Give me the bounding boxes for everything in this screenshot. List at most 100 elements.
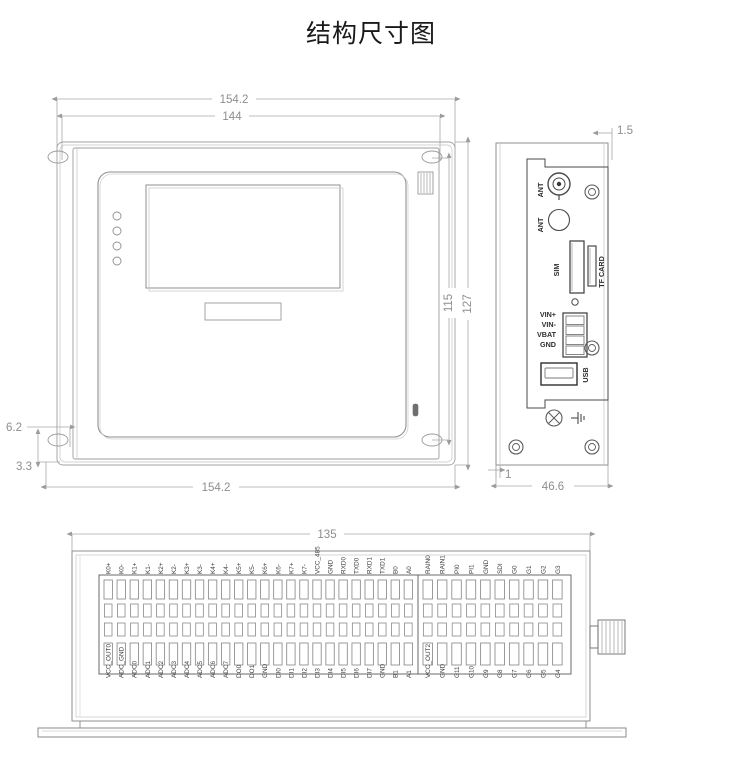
terminal-pin: [351, 603, 361, 618]
terminal-top-label-23: A0: [406, 566, 413, 574]
port-label-vin-minus: VIN-: [542, 320, 557, 329]
terminal-top-label-16: VCC_485: [314, 546, 321, 574]
terminal-top-label-0: K0+: [106, 562, 113, 574]
bottom-mounting-rail: [37, 721, 627, 738]
terminal-pin: [299, 603, 309, 618]
terminal-pin: [508, 579, 520, 600]
terminal-top-label-10: K5+: [236, 562, 243, 574]
terminal-pin: [338, 642, 348, 666]
terminal-bottom-label-14: DI1: [288, 668, 295, 678]
terminal-bottom-label-33: G4: [555, 669, 562, 678]
terminal-pin: [129, 579, 139, 600]
terminal-bottom-label-29: G8: [497, 669, 504, 678]
terminal-top-label-18: RXD0: [341, 557, 348, 574]
terminal-pin: [312, 579, 322, 600]
terminal-bottom-label-11: DO1: [249, 664, 256, 678]
terminal-bottom-label-31: G6: [526, 669, 533, 678]
terminal-top-label-29: SDI: [497, 563, 504, 574]
terminal-pin: [538, 603, 548, 618]
terminal-pin: [169, 622, 178, 637]
terminal-pin-grid: [103, 579, 563, 666]
dim-overall-width-bottom: 154.2: [40, 462, 461, 494]
terminal-pin: [494, 642, 505, 666]
terminal-pin: [247, 642, 257, 666]
terminal-pin: [247, 579, 257, 600]
terminal-pin: [523, 622, 534, 637]
terminal-pin: [117, 603, 126, 618]
terminal-pin: [537, 642, 549, 666]
terminal-bottom-label-23: A1: [406, 670, 413, 678]
terminal-pin: [286, 579, 296, 600]
terminal-pin: [480, 603, 491, 618]
terminal-pin: [325, 603, 335, 618]
terminal-bottom-label-21: GND: [380, 663, 387, 678]
terminal-pin: [465, 579, 477, 600]
terminal-pin: [155, 579, 166, 600]
terminal-pin: [325, 642, 335, 666]
terminal-pin: [234, 579, 244, 600]
terminal-bottom-label-9: ADC7: [223, 661, 230, 678]
terminal-top-label-3: K1-: [145, 564, 152, 574]
terminal-pin: [378, 603, 387, 618]
terminal-pin: [451, 642, 462, 666]
terminal-pin: [391, 603, 400, 618]
terminal-bottom-label-12: GND: [262, 663, 269, 678]
terminal-pin: [207, 579, 218, 600]
terminal-pin: [325, 622, 335, 637]
terminal-pin: [552, 642, 563, 666]
bottom-housing-inner-edge: [75, 554, 587, 718]
side-recess-panel: [526, 158, 609, 409]
terminal-pin: [234, 622, 243, 637]
terminal-pin: [422, 642, 433, 666]
front-device-body: [97, 171, 407, 438]
port-label-usb: USB: [581, 367, 590, 382]
terminal-top-label-27: PI1: [468, 564, 475, 574]
dim-lip-thickness: 1: [488, 465, 511, 481]
terminal-top-label-28: GND: [483, 559, 490, 574]
terminal-bottom-label-3: ADC1: [145, 661, 152, 678]
terminal-pin: [260, 579, 270, 600]
terminal-pin: [260, 603, 269, 618]
terminal-bottom-label-6: ADC4: [184, 661, 191, 678]
terminal-pin: [221, 622, 230, 637]
terminal-pin: [390, 579, 400, 600]
terminal-pin: [523, 579, 534, 600]
terminal-bottom-label-22: B1: [393, 670, 400, 678]
terminal-pin: [104, 622, 113, 637]
terminal-pin: [142, 642, 152, 666]
terminal-pin: [117, 622, 126, 637]
sim-slot: [569, 240, 585, 294]
front-device-body-shadow: [99, 173, 409, 440]
terminal-pin: [437, 603, 447, 618]
terminal-pin: [451, 603, 462, 618]
side-screw-hole-bottom-right: [584, 439, 600, 455]
terminal-pin: [494, 603, 505, 618]
side-screw-hole-mid-right: [584, 340, 600, 356]
terminal-pin: [480, 622, 491, 637]
terminal-pin: [195, 603, 204, 618]
terminal-pin: [168, 579, 179, 600]
terminal-pin: [466, 603, 476, 618]
dim-label-46-6: 46.6: [542, 481, 564, 493]
terminal-bottom-label-20: DI7: [367, 668, 374, 678]
dim-flange-slot-length: 6.2: [6, 422, 76, 447]
terminal-pin: [351, 579, 361, 600]
front-lcd-screen-inner: [148, 187, 344, 292]
terminal-top-label-24: RAIN0: [425, 555, 432, 574]
terminal-pin: [338, 603, 348, 618]
terminal-bottom-label-27: G10: [468, 665, 475, 678]
terminal-pin: [299, 579, 309, 600]
terminal-bottom-label-4: ADC2: [158, 661, 165, 678]
terminal-bottom-label-5: ADC3: [171, 661, 178, 678]
terminal-pin: [299, 622, 309, 637]
dim-flange-slot-width: 3.3: [16, 428, 60, 473]
front-outer-flange-inner-edge: [59, 144, 453, 463]
front-label-plate: [204, 302, 282, 321]
terminal-pin: [325, 579, 335, 600]
ant-sma-connector: [547, 172, 571, 200]
terminal-pin: [168, 642, 179, 666]
front-led-indicators: [112, 211, 122, 266]
terminal-pin: [480, 642, 491, 666]
terminal-pin: [286, 603, 296, 618]
